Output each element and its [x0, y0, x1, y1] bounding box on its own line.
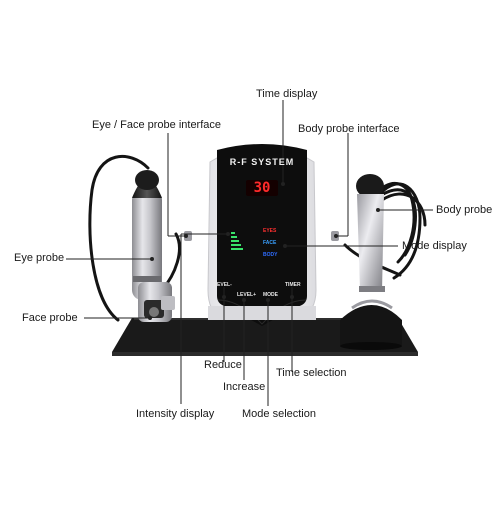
callout-intensity-display: Intensity display	[136, 408, 215, 420]
eye-probe	[132, 170, 162, 300]
callout-dots	[148, 182, 380, 320]
level-minus-button-label: LEVEL-	[214, 282, 232, 288]
callout-body-probe-interface: Body probe interface	[298, 123, 400, 135]
callout-body-probe: Body probe	[436, 204, 493, 216]
mode-option-body: BODY	[263, 252, 278, 258]
face-probe	[138, 282, 175, 322]
callout-increase: Increase	[223, 381, 266, 393]
time-value: 30	[253, 180, 271, 196]
mode-option-face: FACE	[263, 240, 277, 246]
callout-eye-face-probe-interface: Eye / Face probe interface	[92, 119, 222, 131]
callout-eye-probe: Eye probe	[14, 252, 65, 264]
main-unit	[184, 144, 339, 326]
callout-mode-selection: Mode selection	[242, 408, 316, 420]
level-plus-button-label: LEVEL+	[237, 292, 257, 298]
mode-button-label: MODE	[263, 292, 278, 298]
callout-time-selection: Time selection	[276, 367, 347, 379]
callout-mode-display: Mode display	[402, 240, 467, 252]
mode-option-eyes: EYES	[263, 228, 277, 234]
callout-reduce: Reduce	[204, 359, 242, 371]
time-display	[246, 180, 278, 196]
callout-time-display: Time display	[256, 88, 318, 100]
timer-button-label: TIMER	[285, 282, 301, 288]
body-probe	[340, 174, 402, 350]
intensity-display	[231, 232, 243, 250]
brand-label: R-F SYSTEM	[229, 157, 295, 167]
callout-face-probe: Face probe	[22, 312, 78, 324]
callout-lines	[66, 100, 433, 406]
